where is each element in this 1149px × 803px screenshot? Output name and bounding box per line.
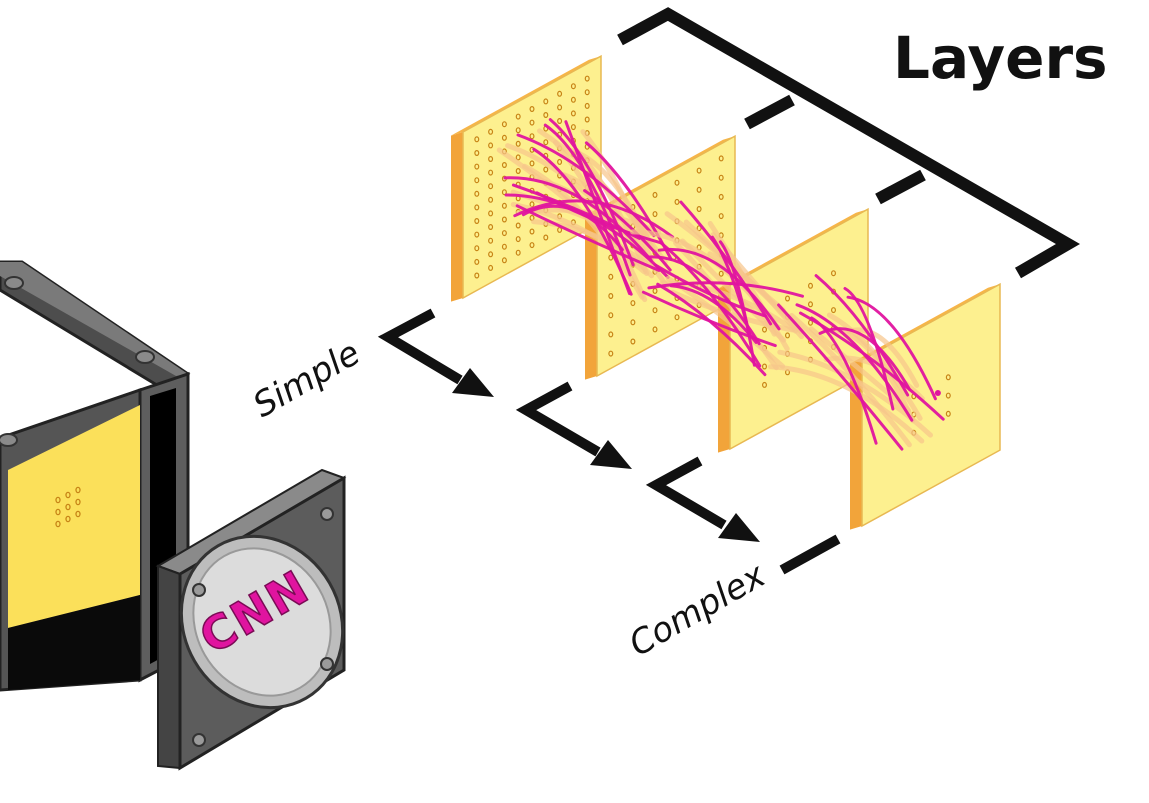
connection-soft — [505, 143, 670, 289]
connection-line — [516, 133, 656, 238]
box-node — [55, 508, 61, 516]
connection-line — [584, 141, 673, 261]
cnn-badge-icon: CNN — [155, 468, 347, 771]
layers-bracket — [617, 7, 1080, 279]
box-node — [55, 496, 61, 504]
connection-line — [843, 287, 895, 411]
box-node — [75, 510, 81, 518]
connection-line — [647, 281, 804, 298]
connection-line — [641, 290, 777, 348]
connection-soft — [768, 364, 925, 444]
cnn-box — [0, 260, 191, 692]
connection-line — [511, 183, 641, 240]
connection-line — [810, 316, 878, 445]
connection-soft — [808, 326, 911, 413]
connection-line — [818, 327, 912, 392]
connection-line — [583, 189, 672, 272]
connection-line — [657, 247, 781, 331]
box-node — [65, 491, 71, 499]
connection-soft — [553, 139, 648, 303]
box-node — [65, 503, 71, 511]
box-node — [65, 515, 71, 523]
connection-soft — [826, 312, 923, 421]
output-node — [934, 389, 941, 396]
connection-line — [679, 200, 773, 326]
progression-arrows — [377, 308, 841, 575]
connection-line — [513, 199, 675, 239]
connection-line — [777, 303, 904, 451]
layer-panel-4 — [850, 282, 1001, 530]
connection-line — [645, 255, 761, 346]
diagram-title: Layers — [893, 24, 1108, 92]
complex-label: Complex — [623, 555, 773, 665]
connection-soft — [846, 327, 920, 388]
box-node — [75, 498, 81, 506]
connection-line — [660, 241, 762, 368]
connection-line — [795, 303, 914, 422]
layer-panel-1 — [451, 54, 602, 302]
simple-label: Simple — [247, 333, 368, 426]
connection-line — [846, 295, 937, 401]
box-node — [75, 486, 81, 494]
connection-line — [532, 147, 633, 296]
connection-soft — [531, 219, 648, 265]
connection-line — [814, 274, 910, 397]
box-node — [55, 520, 61, 528]
connection-line — [515, 204, 661, 272]
layer-connections — [496, 118, 945, 451]
connection-line — [669, 284, 758, 344]
connection-line — [543, 123, 632, 277]
